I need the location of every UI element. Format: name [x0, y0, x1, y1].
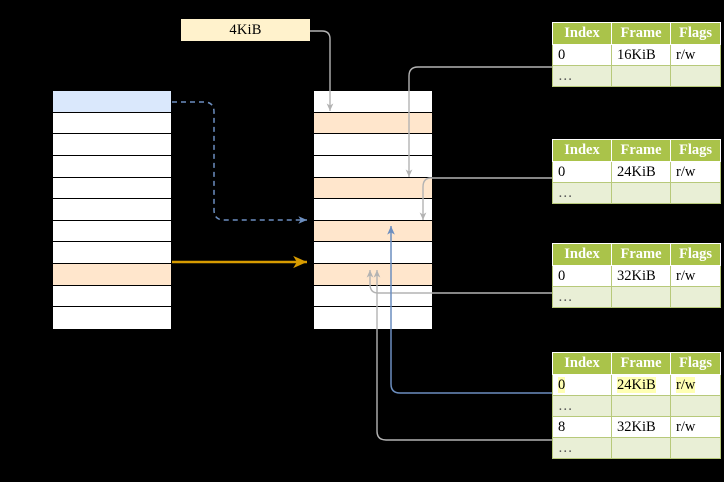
physical-frame-row-6[interactable]	[314, 220, 432, 243]
physical-frame-row-8[interactable]	[314, 264, 432, 286]
page-table-level-1-row-1[interactable]: …	[552, 65, 721, 87]
page-table-level-4-header-flags: Flags	[670, 352, 721, 375]
page-table-level-3-row-0-frame[interactable]: 32KiB	[611, 265, 671, 287]
physical-frame-row-3[interactable]	[314, 155, 432, 178]
virtual-page-row-8[interactable]	[53, 264, 171, 286]
virtual-page-row-3[interactable]	[53, 155, 171, 178]
page-table-level-2-row-1-flags[interactable]	[670, 182, 721, 204]
page-size-label: 4KiB	[181, 19, 310, 41]
page-table-level-4-row-3-flags[interactable]	[670, 437, 721, 459]
physical-frame-row-10[interactable]	[314, 307, 432, 329]
virtual-page-row-1[interactable]	[53, 112, 171, 135]
virtual-page-row-9[interactable]	[53, 285, 171, 308]
page-table-level-4-row-0-index[interactable]: 0	[552, 374, 612, 396]
page-table-level-4-row-1-flags[interactable]	[670, 395, 721, 417]
page-table-level-3-row-1-index[interactable]: …	[552, 286, 612, 308]
physical-frame-row-1[interactable]	[314, 112, 432, 135]
page-table-level-3-row-1-flags[interactable]	[670, 286, 721, 308]
page-table-level-3-row-0-flags[interactable]: r/w	[670, 265, 721, 287]
page-table-level-2-row-1-frame[interactable]	[611, 182, 671, 204]
page-table-level-2-row-0-flags[interactable]: r/w	[670, 161, 721, 183]
page-table-level-2-header-index: Index	[552, 139, 612, 162]
physical-frame-row-5[interactable]	[314, 199, 432, 221]
virtual-page-row-0[interactable]	[53, 91, 171, 113]
page-table-level-1-row-1-flags[interactable]	[670, 65, 721, 87]
page-table-level-3-header-flags: Flags	[670, 243, 721, 266]
physical-frame-row-0[interactable]	[314, 91, 432, 113]
virtual-page-row-7[interactable]	[53, 242, 171, 264]
virtual-page-row-4[interactable]	[53, 177, 171, 200]
page-table-level-1-row-0-index[interactable]: 0	[552, 44, 612, 66]
page-table-level-4-row-3[interactable]: …	[552, 437, 721, 459]
page-table-level-3-row-1-frame[interactable]	[611, 286, 671, 308]
virtual-page-row-5[interactable]	[53, 199, 171, 221]
physical-frame-row-9[interactable]	[314, 285, 432, 308]
page-table-level-3-row-0-index[interactable]: 0	[552, 265, 612, 287]
virtual-page-row-10[interactable]	[53, 307, 171, 329]
page-table-level-4-row-3-index[interactable]: …	[552, 437, 612, 459]
physical-memory-column	[313, 90, 433, 330]
page-table-level-3-row-1[interactable]: …	[552, 286, 721, 308]
page-table-level-2-header-frame: Frame	[611, 139, 671, 162]
page-table-level-3-header-index: Index	[552, 243, 612, 266]
page-table-level-1-header-frame: Frame	[611, 22, 671, 45]
page-table-level-4-row-0-cell-1-highlight: 24KiB	[617, 376, 656, 393]
page-table-level-2-header-flags: Flags	[670, 139, 721, 162]
page-table-level-4-row-0-cell-2-highlight: r/w	[676, 376, 696, 393]
page-table-level-4-row-0-cell-0-highlight: 0	[558, 376, 566, 393]
page-table-level-1-row-1-frame[interactable]	[611, 65, 671, 87]
page-table-level-4-row-2-frame[interactable]: 32KiB	[611, 416, 671, 438]
wire-virtual-blue-dashed	[172, 101, 307, 224]
page-table-level-1-header-flags: Flags	[670, 22, 721, 45]
page-table-level-4-row-2-index[interactable]: 8	[552, 416, 612, 438]
page-table-level-2-row-0-frame[interactable]: 24KiB	[611, 161, 671, 183]
page-table-level-4-row-2-flags[interactable]: r/w	[670, 416, 721, 438]
page-table-level-1-row-1-index[interactable]: …	[552, 65, 612, 87]
physical-frame-row-2[interactable]	[314, 134, 432, 156]
page-table-level-3-header-frame: Frame	[611, 243, 671, 266]
page-table-level-2-row-1-index[interactable]: …	[552, 182, 612, 204]
virtual-page-row-6[interactable]	[53, 220, 171, 243]
page-table-level-4-row-0-flags[interactable]: r/w	[670, 374, 721, 396]
page-table-level-2-row-1[interactable]: …	[552, 182, 721, 204]
virtual-address-space-column	[52, 90, 172, 330]
page-table-level-2-row-0-index[interactable]: 0	[552, 161, 612, 183]
page-table-level-4-header-index: Index	[552, 352, 612, 375]
page-table-level-4-row-0-frame[interactable]: 24KiB	[611, 374, 671, 396]
wire-pt2-to-frame	[419, 177, 552, 220]
page-table-level-4-row-1[interactable]: …	[552, 395, 721, 417]
physical-frame-row-7[interactable]	[314, 242, 432, 264]
page-table-level-4-row-3-frame[interactable]	[611, 437, 671, 459]
page-table-level-1-row-0-frame[interactable]: 16KiB	[611, 44, 671, 66]
page-table-level-4-row-1-frame[interactable]	[611, 395, 671, 417]
physical-frame-row-4[interactable]	[314, 177, 432, 200]
virtual-page-row-2[interactable]	[53, 134, 171, 156]
page-table-level-4-row-0[interactable]: 0 24KiB r/w	[552, 374, 721, 396]
page-table-level-1-row-0-flags[interactable]: r/w	[670, 44, 721, 66]
page-table-level-4-row-1-index[interactable]: …	[552, 395, 612, 417]
page-table-level-4-header-frame: Frame	[611, 352, 671, 375]
page-table-level-1-header-index: Index	[552, 22, 612, 45]
